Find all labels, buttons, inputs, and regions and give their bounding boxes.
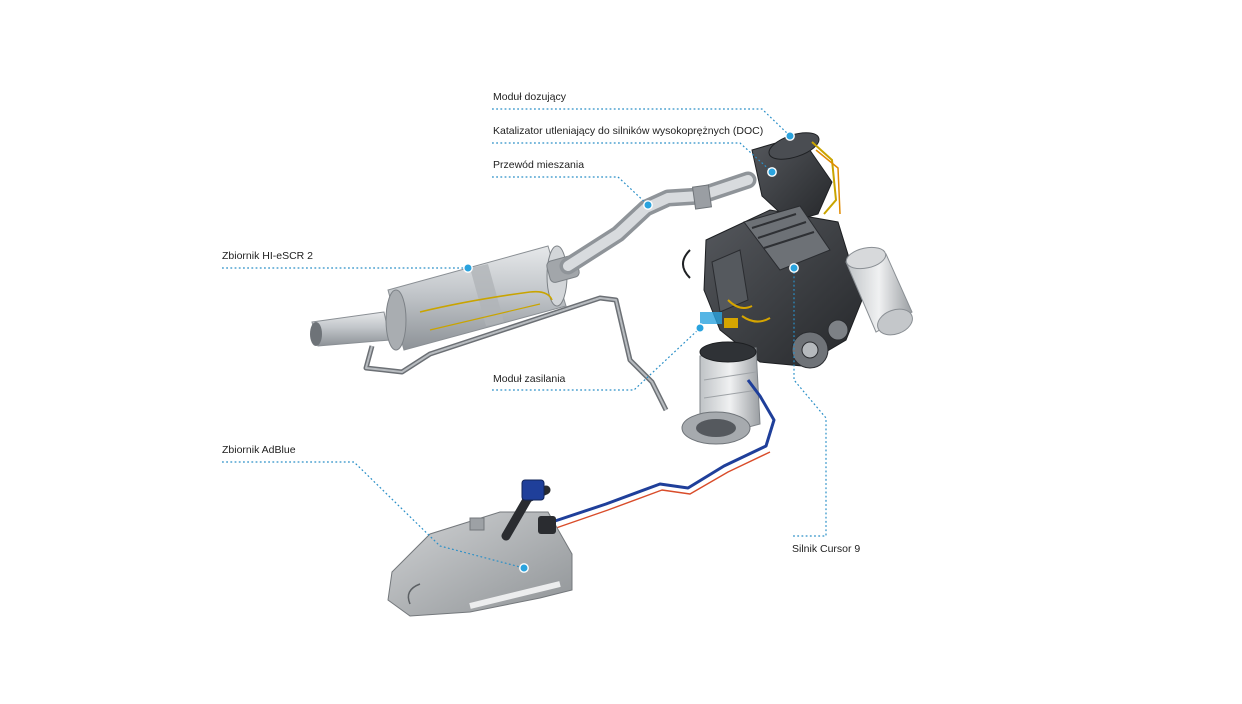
air-canister: [845, 246, 913, 336]
leader-lines: [222, 108, 827, 569]
engine-block: [682, 205, 863, 369]
marker-mixing-pipe: [643, 200, 653, 210]
marker-hi-escr2: [463, 263, 473, 273]
supply-module: [681, 341, 761, 445]
adblue-tank: [387, 479, 573, 617]
dosing-fittings: [700, 312, 738, 328]
markers: [463, 131, 799, 573]
label-doc: Katalizator utleniający do silników wyso…: [493, 125, 764, 137]
label-hi-escr2: Zbiornik HI-eSCR 2: [222, 250, 314, 262]
marker-doc: [767, 167, 777, 177]
leader-doc: [492, 142, 773, 173]
label-adblue-tank: Zbiornik AdBlue: [222, 444, 296, 456]
doc-canister: [751, 132, 841, 223]
leader-adblue-tank: [222, 461, 525, 569]
leader-dosing-module: [492, 108, 791, 137]
marker-engine: [789, 263, 799, 273]
leader-engine: [792, 268, 827, 537]
marker-supply-module: [695, 323, 705, 333]
label-supply-module: Moduł zasilania: [493, 373, 566, 385]
adblue-line: [551, 379, 776, 524]
return-pipe-highlight: [365, 297, 667, 411]
marker-dosing-module: [785, 131, 795, 141]
label-mixing-pipe: Przewód mieszania: [493, 159, 585, 171]
mixing-pipe: [559, 171, 757, 275]
label-engine: Silnik Cursor 9: [792, 543, 861, 555]
adblue-line-return: [555, 451, 771, 529]
tailpipe: [310, 311, 391, 347]
leader-mixing-pipe: [492, 176, 649, 206]
leader-supply-module: [492, 327, 701, 391]
marker-adblue-tank: [519, 563, 529, 573]
label-dosing-module: Moduł dozujący: [493, 91, 566, 103]
